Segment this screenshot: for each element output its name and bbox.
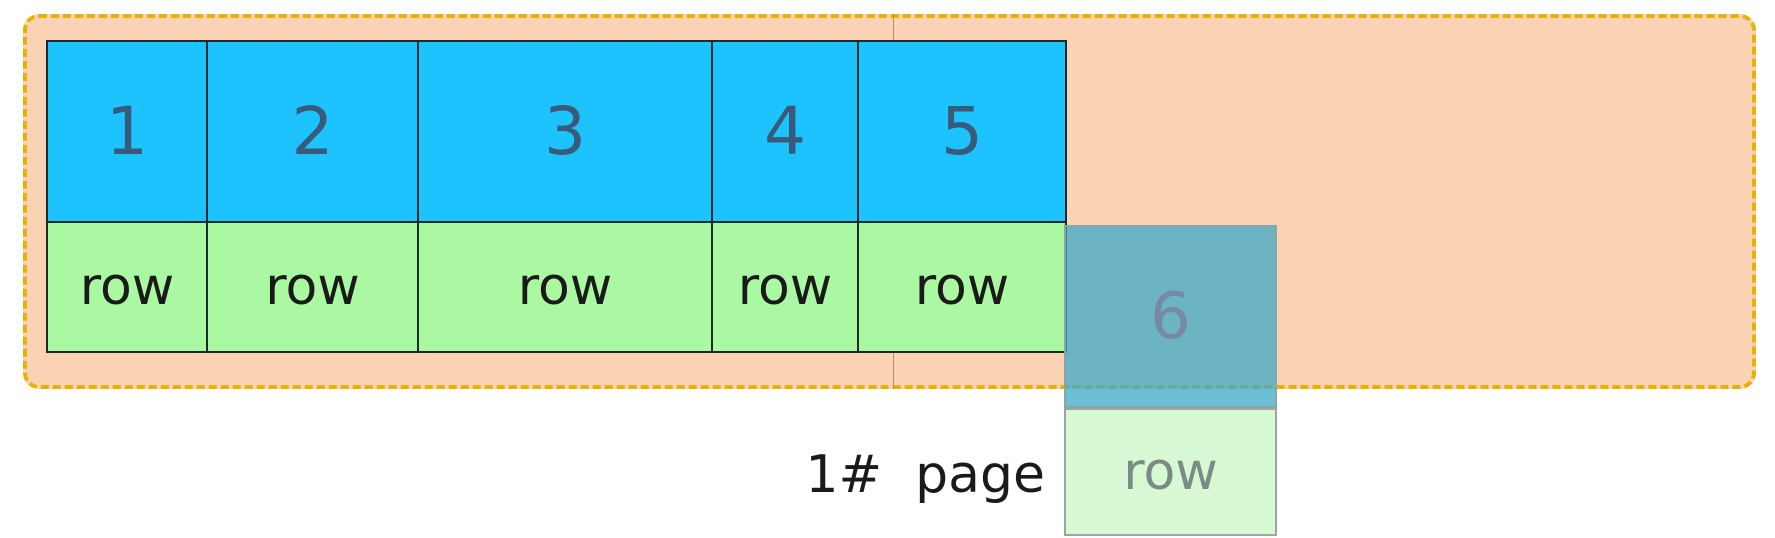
record-number-4: 4 xyxy=(711,40,859,223)
record-number-2: 2 xyxy=(206,40,419,223)
page-label: 1# page xyxy=(805,445,1045,505)
record-row-4: row xyxy=(711,221,859,353)
overflow-record-row: row xyxy=(1064,408,1277,536)
record-row-1: row xyxy=(46,221,208,353)
record-row-3: row xyxy=(417,221,713,353)
record-row-5: row xyxy=(857,221,1067,353)
record-number-5: 5 xyxy=(857,40,1067,223)
record-number-1: 1 xyxy=(46,40,208,223)
record-number-3: 3 xyxy=(417,40,713,223)
overflow-record-number: 6 xyxy=(1064,225,1277,408)
record-row-2: row xyxy=(206,221,419,353)
